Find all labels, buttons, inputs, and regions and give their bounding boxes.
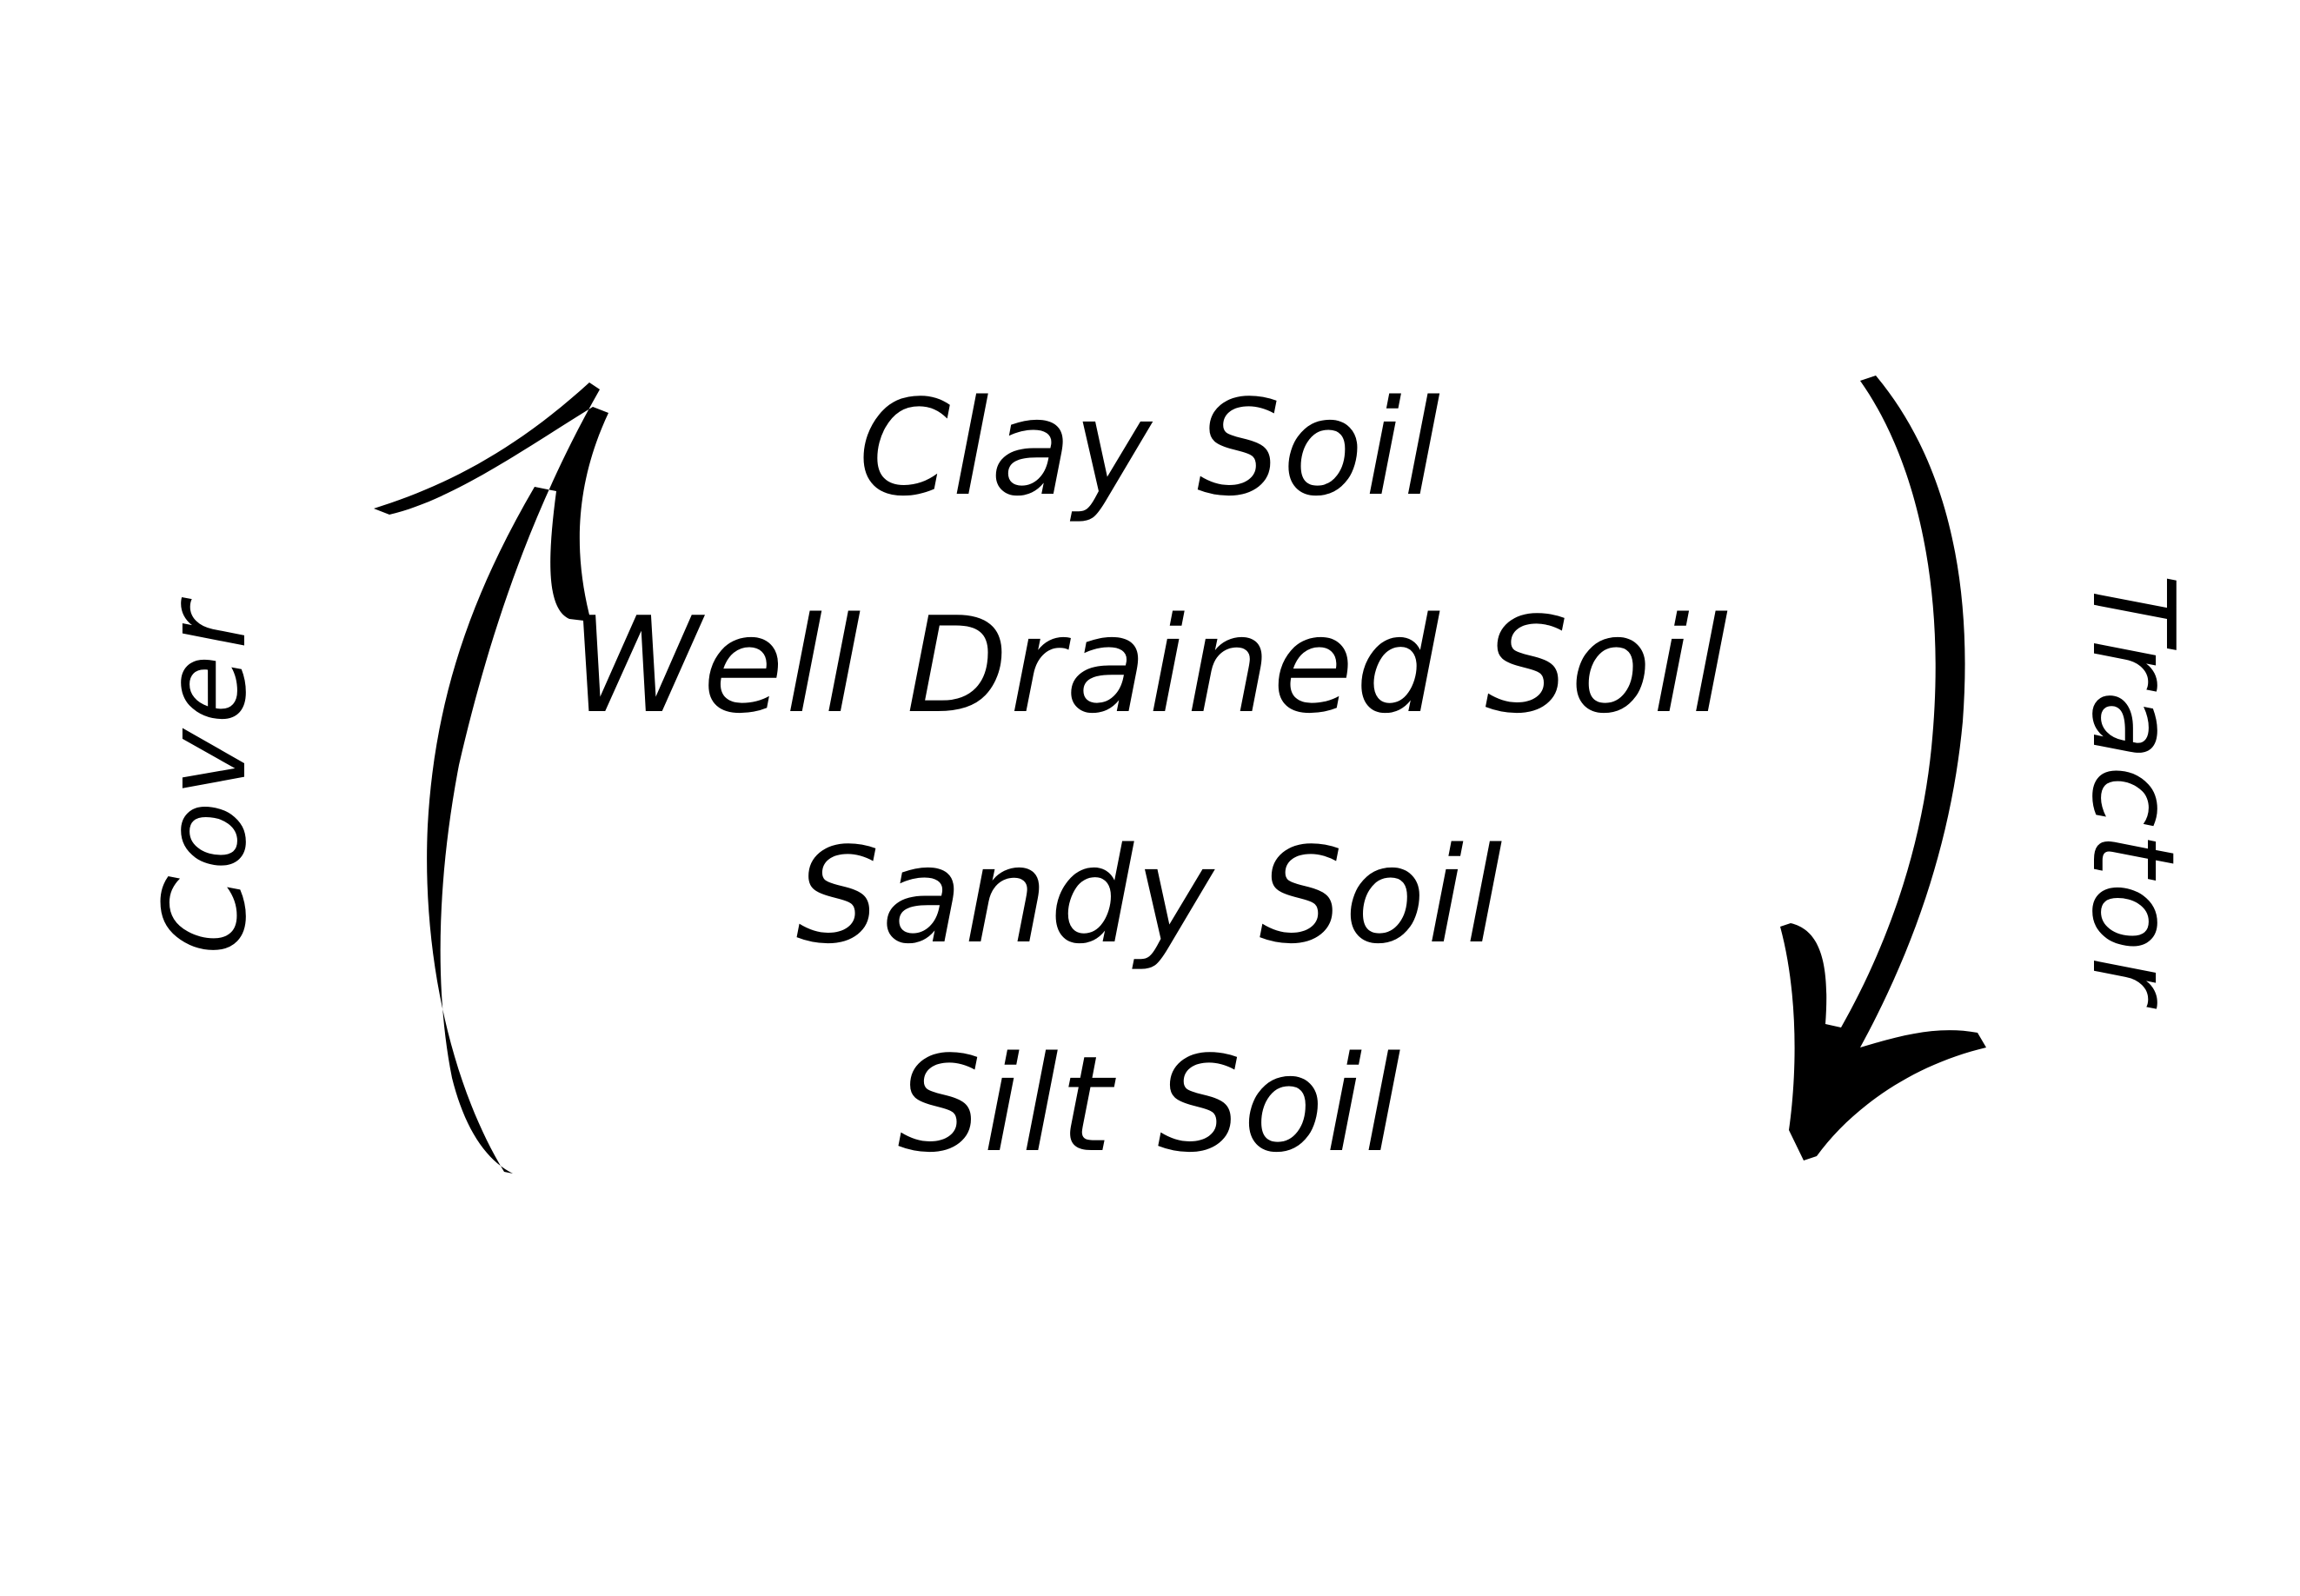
left-up-arrow-shaft [374,382,608,1174]
cover-label: Cover [139,597,271,955]
soil-label-silt: Silt Soil [897,1027,1403,1181]
soil-label-clay: Clay Soil [858,371,1442,525]
tractor-label: Tractor [2067,574,2199,1008]
soil-label-well-drained: Well Drained Soil [569,589,1731,742]
right-down-arrow-shaft [1780,376,1986,1160]
soil-label-sandy: Sandy Soil [795,819,1505,973]
